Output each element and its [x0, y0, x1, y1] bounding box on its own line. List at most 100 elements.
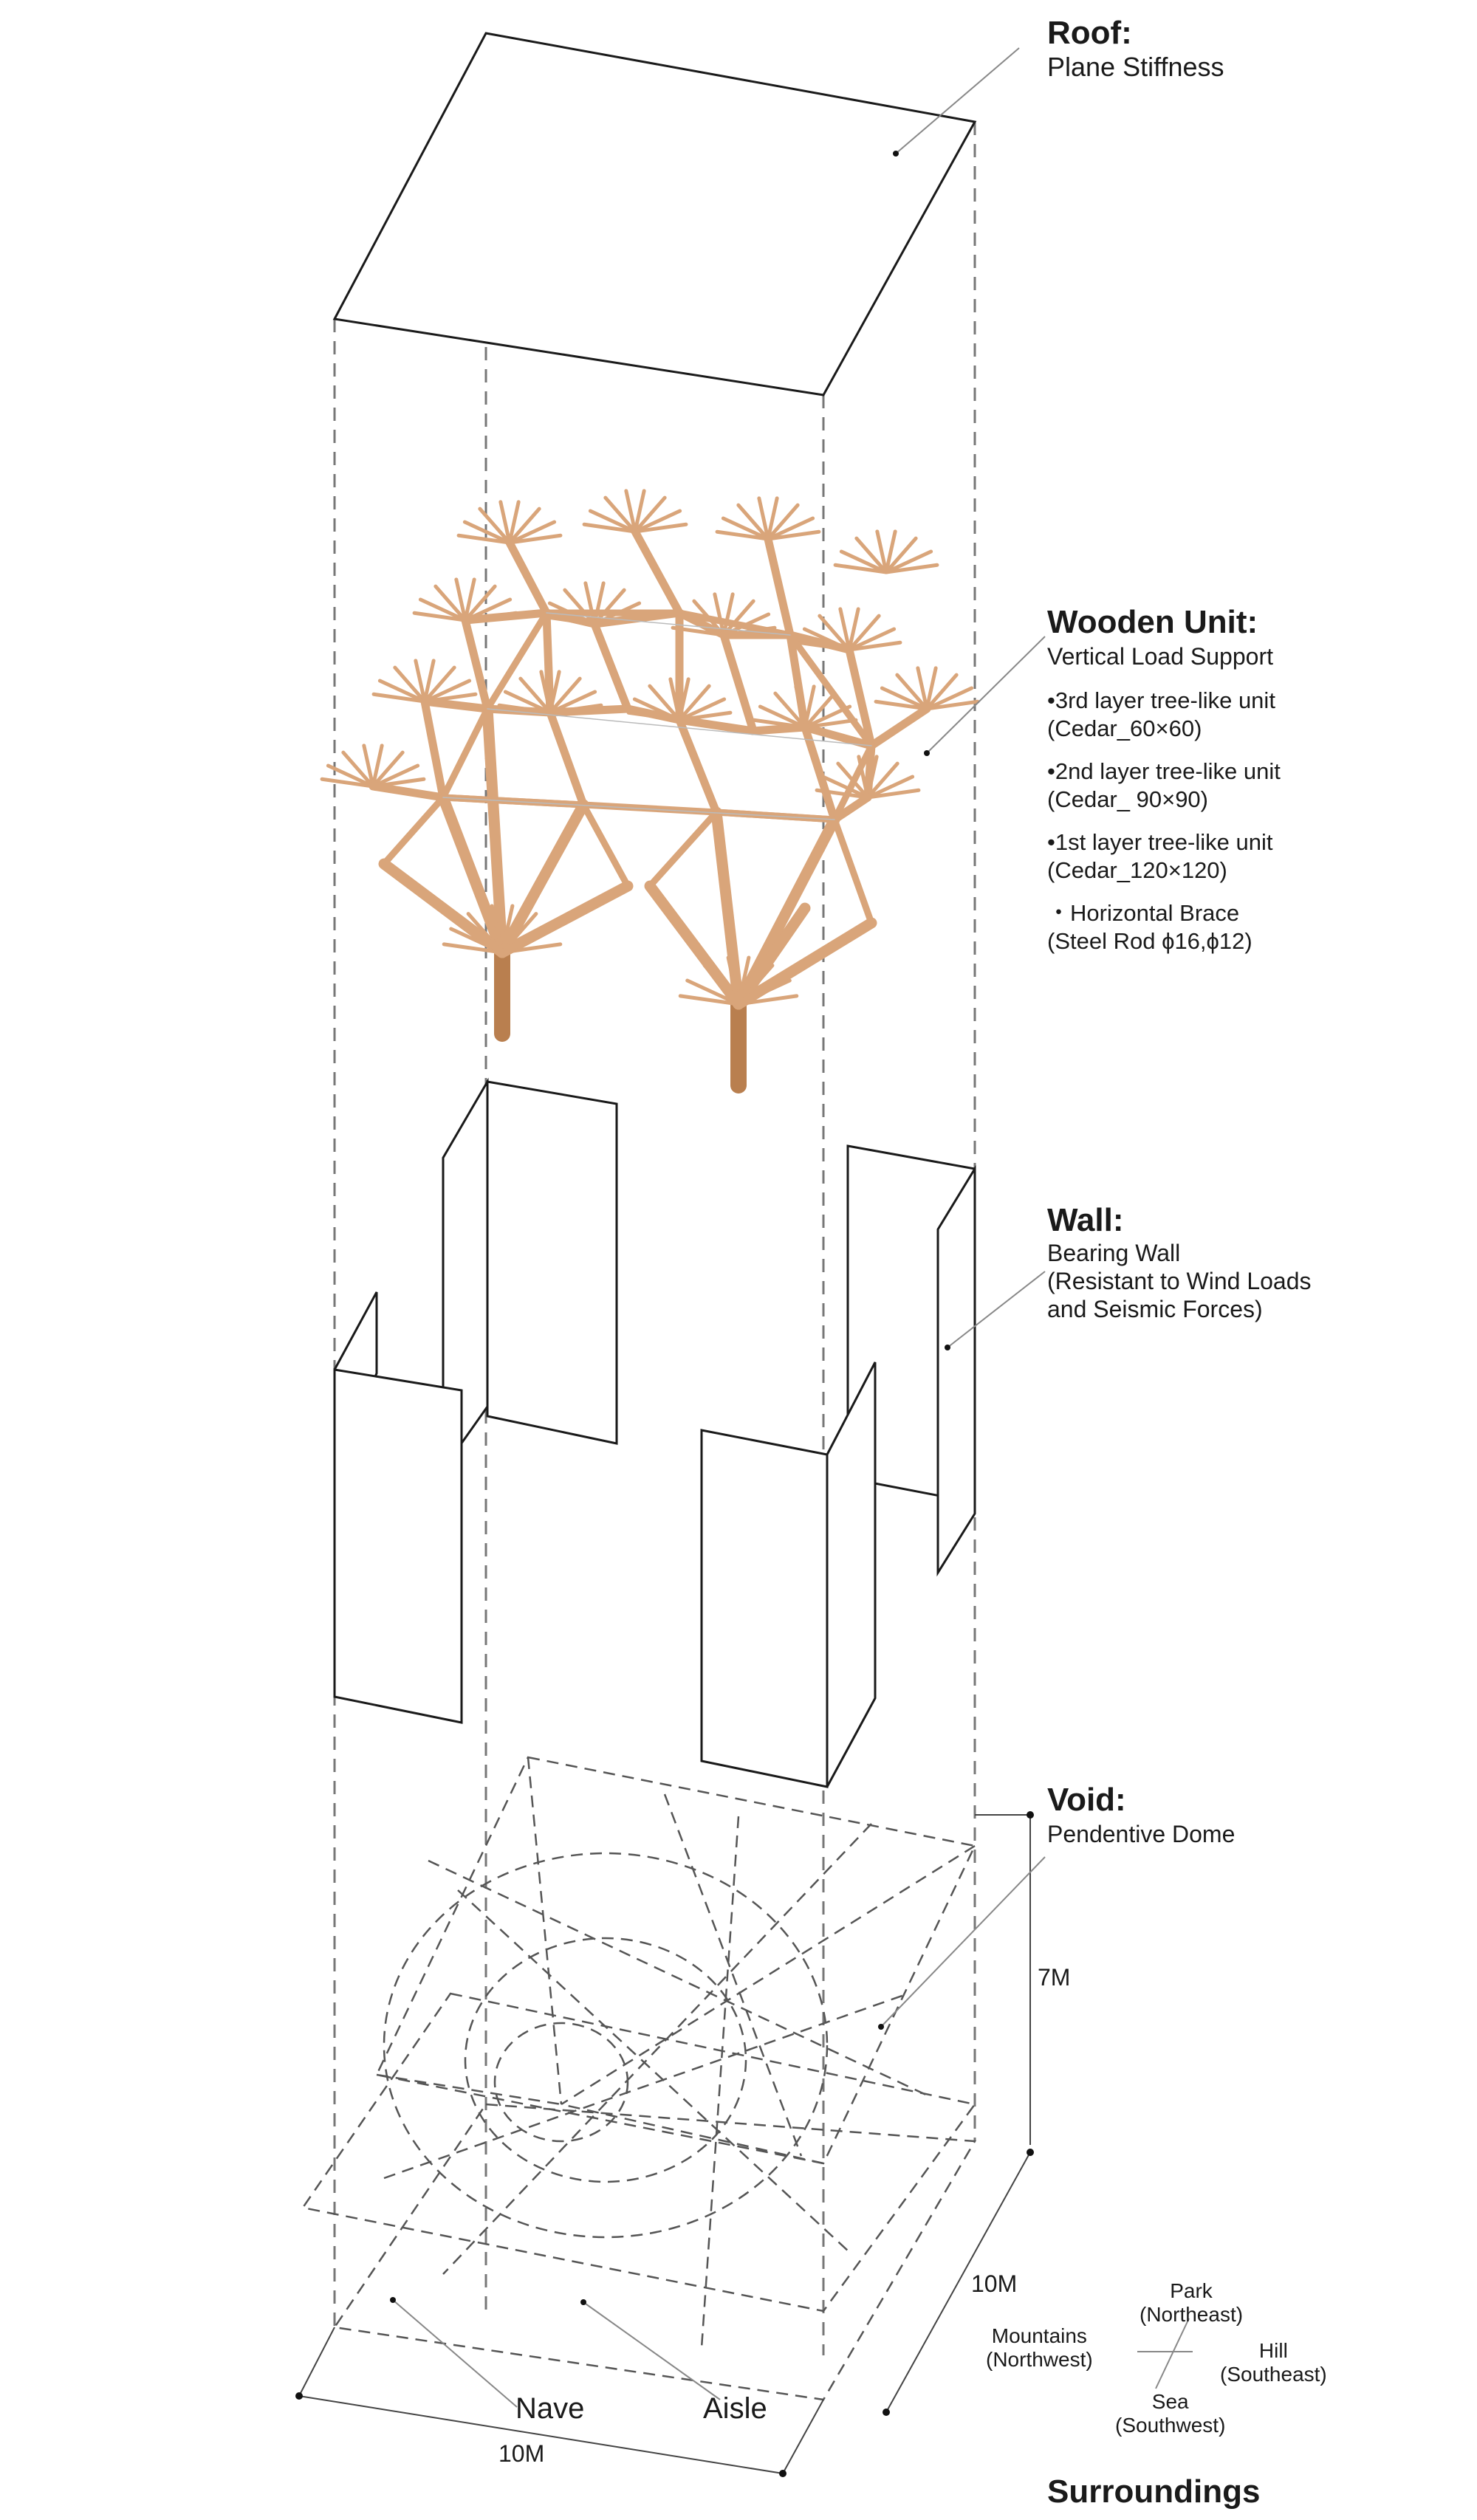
wooden-member	[500, 904, 515, 955]
wooden-member	[721, 516, 770, 541]
surroundings-sea: Sea (Southwest)	[1115, 2390, 1226, 2437]
wooden-member	[847, 607, 860, 652]
wooden-member	[487, 708, 872, 746]
surroundings-hill: Hill (Southeast)	[1220, 2339, 1327, 2386]
wall-panel-se-side	[826, 1362, 877, 1788]
leader-dots	[390, 151, 950, 2305]
wooden-member	[676, 609, 794, 639]
wooden-unit-item-3rd-layer: •3rd layer tree-like unit (Cedar_60×60)	[1047, 687, 1275, 741]
wooden-member	[749, 723, 809, 735]
void-subtitle: Pendentive Dome	[1047, 1821, 1236, 1847]
roof-plane	[332, 32, 977, 396]
wall-annotation: Wall: Bearing Wall (Resistant to Wind Lo…	[1047, 1202, 1461, 1323]
wooden-member	[420, 697, 448, 802]
wooden-member	[482, 703, 508, 958]
surroundings-title: Surroundings	[1047, 2473, 1260, 2510]
wooden-member	[866, 788, 921, 800]
wooden-member	[418, 597, 467, 622]
wooden-member	[675, 715, 721, 817]
wooden-member	[713, 592, 726, 637]
wooden-member	[456, 533, 512, 545]
wooden-member	[590, 619, 632, 713]
wooden-member	[631, 527, 684, 617]
wooden-member	[507, 500, 521, 545]
surroundings-mountains: Mountains (Northwest)	[986, 2324, 1093, 2371]
wooden-member	[831, 816, 875, 927]
wooden-member	[437, 792, 508, 958]
wooden-member	[633, 509, 682, 534]
wooden-member	[925, 666, 938, 711]
wooden-member	[838, 607, 851, 652]
wooden-member	[498, 500, 512, 545]
wooden-member	[839, 549, 888, 574]
wooden-member	[678, 994, 741, 1006]
wooden-member	[422, 659, 436, 704]
wooden-member	[369, 782, 448, 802]
bearing-walls	[333, 1077, 976, 1788]
wall-panel-nw-front	[486, 1080, 618, 1445]
wall-title: Wall:	[1047, 1202, 1124, 1238]
wooden-member	[925, 686, 974, 711]
wooden-member	[371, 763, 420, 789]
wooden-member	[461, 608, 551, 625]
wooden-member	[463, 577, 476, 622]
wooden-member	[722, 592, 735, 637]
wooden-member	[803, 691, 837, 729]
wooden-member	[866, 761, 899, 800]
wooden-tree-units	[320, 489, 980, 1094]
wooden-member	[875, 529, 888, 574]
wooden-member	[377, 679, 427, 704]
wooden-member	[412, 611, 467, 622]
wooden-member	[677, 684, 711, 722]
wooden-member	[462, 520, 512, 545]
wooden-member	[925, 673, 959, 711]
wooden-member	[546, 708, 588, 809]
wooden-member	[496, 799, 589, 958]
wooden-member	[866, 775, 915, 800]
wooden-member	[588, 509, 637, 534]
void-wireframe	[301, 1756, 977, 2401]
wooden-member	[874, 699, 929, 711]
wooden-member	[786, 631, 809, 732]
wooden-member	[766, 516, 815, 541]
wooden-member	[884, 529, 897, 574]
wooden-member	[563, 588, 597, 626]
wooden-member	[847, 640, 902, 652]
wooden-member	[420, 697, 492, 713]
wooden-member	[766, 503, 800, 541]
wall-panel-w-front	[333, 1368, 463, 1724]
wooden-member	[422, 665, 456, 704]
wooden-unit-item-2nd-layer: •2nd layer tree-like unit (Cedar_ 90×90)	[1047, 758, 1281, 812]
wooden-member	[371, 750, 405, 789]
wooden-member	[580, 801, 720, 816]
wooden-member	[623, 704, 684, 724]
wooden-member	[454, 577, 467, 622]
wall-subtitle: Bearing Wall (Resistant to Wind Loads an…	[1047, 1240, 1312, 1322]
wooden-member	[603, 495, 637, 534]
wooden-member	[867, 704, 931, 750]
wall-panel-se-front	[700, 1429, 829, 1788]
wooden-member	[507, 520, 557, 545]
wooden-unit-title: Wooden Unit:	[1047, 604, 1258, 640]
roof-title: Roof:	[1047, 15, 1132, 51]
wooden-member	[371, 692, 427, 704]
wooden-member	[801, 723, 839, 824]
wooden-member	[518, 676, 552, 715]
wooden-unit-item-1st-layer: •1st layer tree-like unit (Cedar_120×120…	[1047, 829, 1273, 883]
void-annotation: Void: Pendentive Dome	[1047, 1782, 1235, 1850]
wooden-member	[433, 584, 467, 622]
wooden-member	[646, 808, 720, 890]
aisle-label: Aisle	[703, 2392, 767, 2425]
wooden-member	[498, 882, 631, 956]
wooden-member	[801, 723, 876, 750]
wooden-member	[884, 549, 933, 574]
wooden-member	[757, 496, 770, 541]
wooden-member	[633, 489, 646, 534]
wooden-member	[326, 763, 375, 789]
compass-arrows	[1137, 2318, 1193, 2389]
wooden-member	[484, 609, 550, 713]
dimension-dots	[295, 1811, 1034, 2477]
wooden-member	[490, 904, 504, 955]
wooden-member	[546, 612, 791, 636]
wooden-member	[733, 902, 811, 1010]
